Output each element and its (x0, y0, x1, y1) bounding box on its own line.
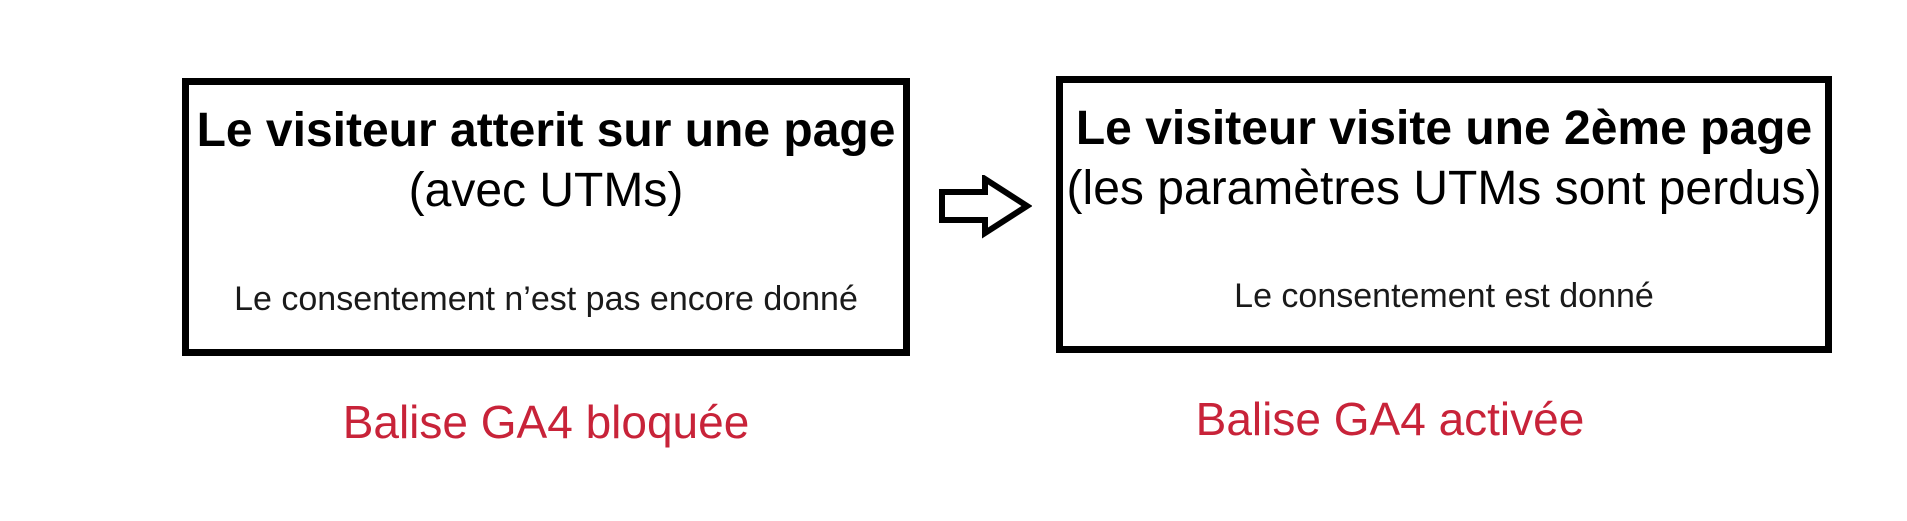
step-subtitle: (les paramètres UTMs sont perdus) (1066, 162, 1822, 215)
step-box-heading: Le visiteur visite une 2ème page (les pa… (1067, 99, 1822, 219)
right-block-arrow-icon (938, 173, 1033, 239)
step-box-heading: Le visiteur atterit sur une page (avec U… (197, 101, 896, 221)
consent-status-note: Le consentement est donné (1234, 277, 1654, 315)
step-box-second-page: Le visiteur visite une 2ème page (les pa… (1056, 76, 1832, 353)
step-subtitle: (avec UTMs) (408, 164, 684, 217)
ga4-tag-status-activated-label: Balise GA4 activée (1195, 393, 1585, 445)
step-box-first-page: Le visiteur atterit sur une page (avec U… (182, 78, 910, 356)
consent-status-note: Le consentement n’est pas encore donné (234, 280, 858, 318)
step-title: Le visiteur visite une 2ème page (1075, 102, 1813, 155)
ga4-tag-status-blocked-label: Balise GA4 bloquée (342, 396, 750, 448)
step-title: Le visiteur atterit sur une page (196, 104, 896, 157)
